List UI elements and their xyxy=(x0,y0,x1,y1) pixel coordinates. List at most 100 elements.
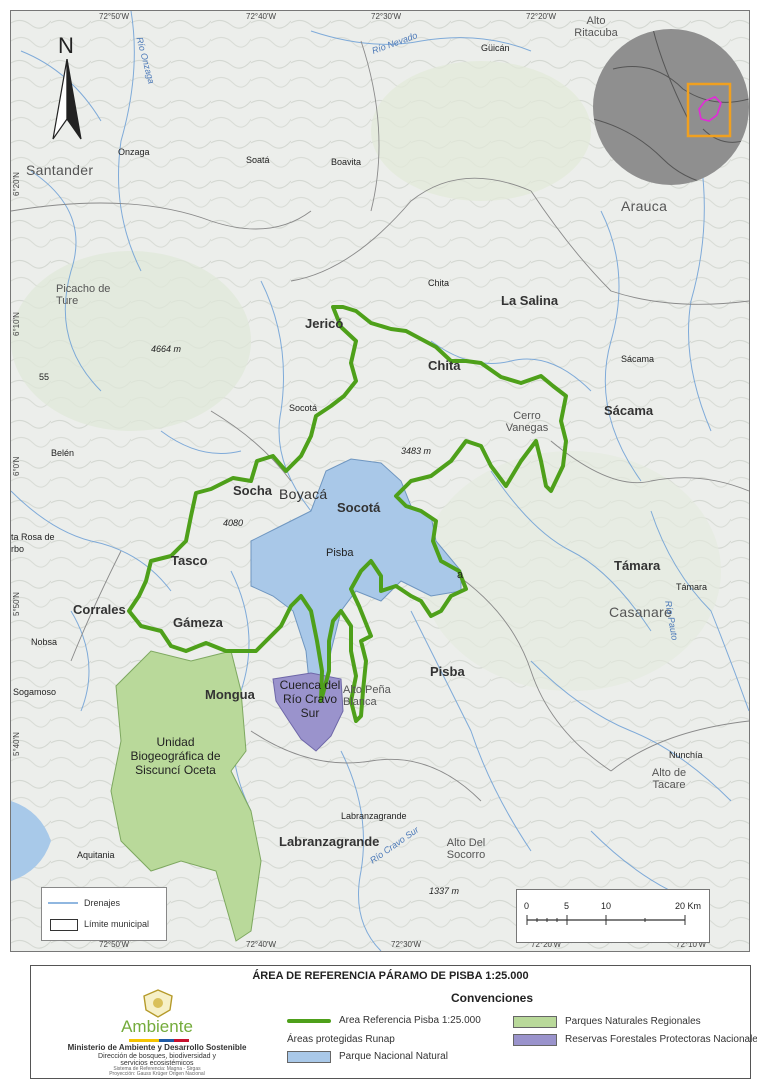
inset-area xyxy=(698,96,722,122)
town-label: Nunchía xyxy=(669,750,703,760)
inset-canvas xyxy=(593,29,749,185)
legend-protected-areas: Áreas protegidas Runap xyxy=(287,1034,395,1045)
directorate-name: Dirección de bosques, biodiversidad y xyxy=(98,1053,216,1060)
terrain-patch xyxy=(421,451,721,691)
ambiente-logo-text: Ambiente xyxy=(121,1017,193,1036)
coord-top: 72°30'W xyxy=(371,12,402,21)
municipality-label: Corrales xyxy=(73,602,126,617)
municipal-boundaries xyxy=(11,40,749,802)
scale-tick: 5 xyxy=(564,901,570,911)
municipal-swatch xyxy=(50,919,78,931)
town-label: ta Rosa de xyxy=(11,532,55,542)
reference-system: Sistema de Referencia: Magna - Sirgas xyxy=(113,1066,201,1072)
north-arrow-icon: N xyxy=(49,33,85,143)
legend-municipal: Límite municipal xyxy=(84,919,150,929)
terrain-patch xyxy=(371,61,591,201)
forest-reserve-swatch xyxy=(513,1034,557,1046)
drainage-network xyxy=(11,11,749,951)
drainage-swatch xyxy=(48,902,78,904)
coord-top: 72°20'W xyxy=(526,12,557,21)
paramo-reference-area xyxy=(127,305,568,723)
coord-bottom: 72°30'W xyxy=(391,940,422,949)
municipality-label: Socha xyxy=(233,483,273,498)
inset-extent-box xyxy=(686,82,732,138)
town-label: Aquitania xyxy=(77,850,115,860)
peak-label: Cerro Vanegas xyxy=(505,410,549,435)
peak-label: Alto Ritacuba xyxy=(574,15,618,40)
town-label: Sogamoso xyxy=(13,687,57,697)
legend-forest-reserves: Reservas Forestales Protectoras Nacional… xyxy=(565,1034,757,1045)
coord-bottom: 72°20'W xyxy=(531,940,562,949)
conventions-heading: Convenciones xyxy=(451,991,534,1005)
terrain-patch xyxy=(11,251,251,431)
region-label: Santander xyxy=(26,162,94,178)
coord-side: 6°10'N xyxy=(12,312,21,336)
coat-of-arms-icon xyxy=(143,989,173,1018)
coord-bottom: 72°10'W xyxy=(676,940,707,949)
town-label: Sácama xyxy=(621,354,655,364)
town-label: Boavita xyxy=(331,157,362,167)
coord-side: 6°0'N xyxy=(12,456,21,476)
national-park-swatch xyxy=(287,1051,331,1063)
map-footer: ÁREA DE REFERENCIA PÁRAMO DE PISBA 1:25.… xyxy=(30,965,757,1079)
town-label: Soatá xyxy=(246,155,270,165)
municipality-label: Sácama xyxy=(604,403,654,418)
forest-reserve-label: Cuenca del Río Cravo Sur xyxy=(279,678,341,720)
town-label: Támara xyxy=(676,582,708,592)
town-label: rbo xyxy=(11,544,25,554)
projection: Proyección: Gauss Krüger Origen Nacional xyxy=(109,1071,205,1077)
flag-stripe-icon xyxy=(129,1039,189,1042)
elevation-label: 4664 m xyxy=(151,344,182,354)
legend-national-park: Parque Nacional Natural xyxy=(339,1051,448,1062)
scale-bar: 0 5 10 20 Km xyxy=(516,889,710,943)
north-letter: N xyxy=(58,33,74,58)
elevation-label: 3483 m xyxy=(401,446,432,456)
coord-bottom: 72°40'W xyxy=(246,940,277,949)
municipality-label: La Salina xyxy=(501,293,559,308)
paramo-outline-swatch xyxy=(287,1019,331,1023)
map-title: ÁREA DE REFERENCIA PÁRAMO DE PISBA 1:25.… xyxy=(252,970,529,982)
coord-top: 72°50'W xyxy=(99,12,130,21)
municipality-label: Mongua xyxy=(205,687,255,702)
coord-side: 6°20'N xyxy=(12,172,21,196)
coord-side: 5°40'N xyxy=(12,732,21,756)
ministry-name: Ministerio de Ambiente y Desarrollo Sost… xyxy=(67,1043,247,1052)
regional-park-label: Unidad Biogeográfica de Siscuncí Oceta xyxy=(130,735,221,777)
town-label: Onzaga xyxy=(118,147,150,157)
north-arrow-shape xyxy=(52,59,82,140)
peak-label: Alto Del Socorro xyxy=(446,837,486,862)
peak-label: Alto Peña Blanca xyxy=(343,684,391,709)
legend-area-ref: Area Referencia Pisba 1:25.000 xyxy=(339,1015,481,1026)
town-label: Socotá xyxy=(289,403,318,413)
coord-top: 72°40'W xyxy=(246,12,277,21)
town-label: Labranzagrande xyxy=(341,811,407,821)
road-label: 55 xyxy=(39,372,50,382)
municipality-label: Támara xyxy=(614,558,661,573)
municipality-label: Tasco xyxy=(171,553,208,568)
coord-bottom: 72°50'W xyxy=(99,940,130,949)
municipality-label: Jericó xyxy=(305,316,344,331)
town-label: a xyxy=(457,569,464,581)
town-label: Güicán xyxy=(481,43,510,53)
town-label: Chita xyxy=(428,278,450,288)
municipality-label: Pisba xyxy=(430,664,465,679)
scale-tick: 20 Km xyxy=(675,901,702,911)
municipality-label: Gámeza xyxy=(173,615,223,630)
municipality-label: Chita xyxy=(428,358,461,373)
peak-label: Picacho de Ture xyxy=(56,283,111,308)
services-name: servicios ecosistémicos xyxy=(120,1060,194,1067)
scale-bar-graphic xyxy=(526,915,686,925)
region-label: Boyacá xyxy=(279,486,328,502)
coord-side: 5°50'N xyxy=(12,592,21,616)
town-label: Belén xyxy=(51,448,75,458)
elevation-label: 1337 m xyxy=(429,886,460,896)
lake-tota xyxy=(11,801,51,881)
peak-label: Alto de Tacare xyxy=(651,767,687,792)
legend-regional-parks: Parques Naturales Regionales xyxy=(565,1016,701,1027)
map-legend: Drenajes Límite municipal xyxy=(41,887,167,941)
scale-tick: 10 xyxy=(601,901,612,911)
region-label: Casanare xyxy=(609,604,673,620)
legend-drains: Drenajes xyxy=(84,898,121,908)
town-label: Nobsa xyxy=(31,637,58,647)
region-label: Arauca xyxy=(621,198,668,214)
